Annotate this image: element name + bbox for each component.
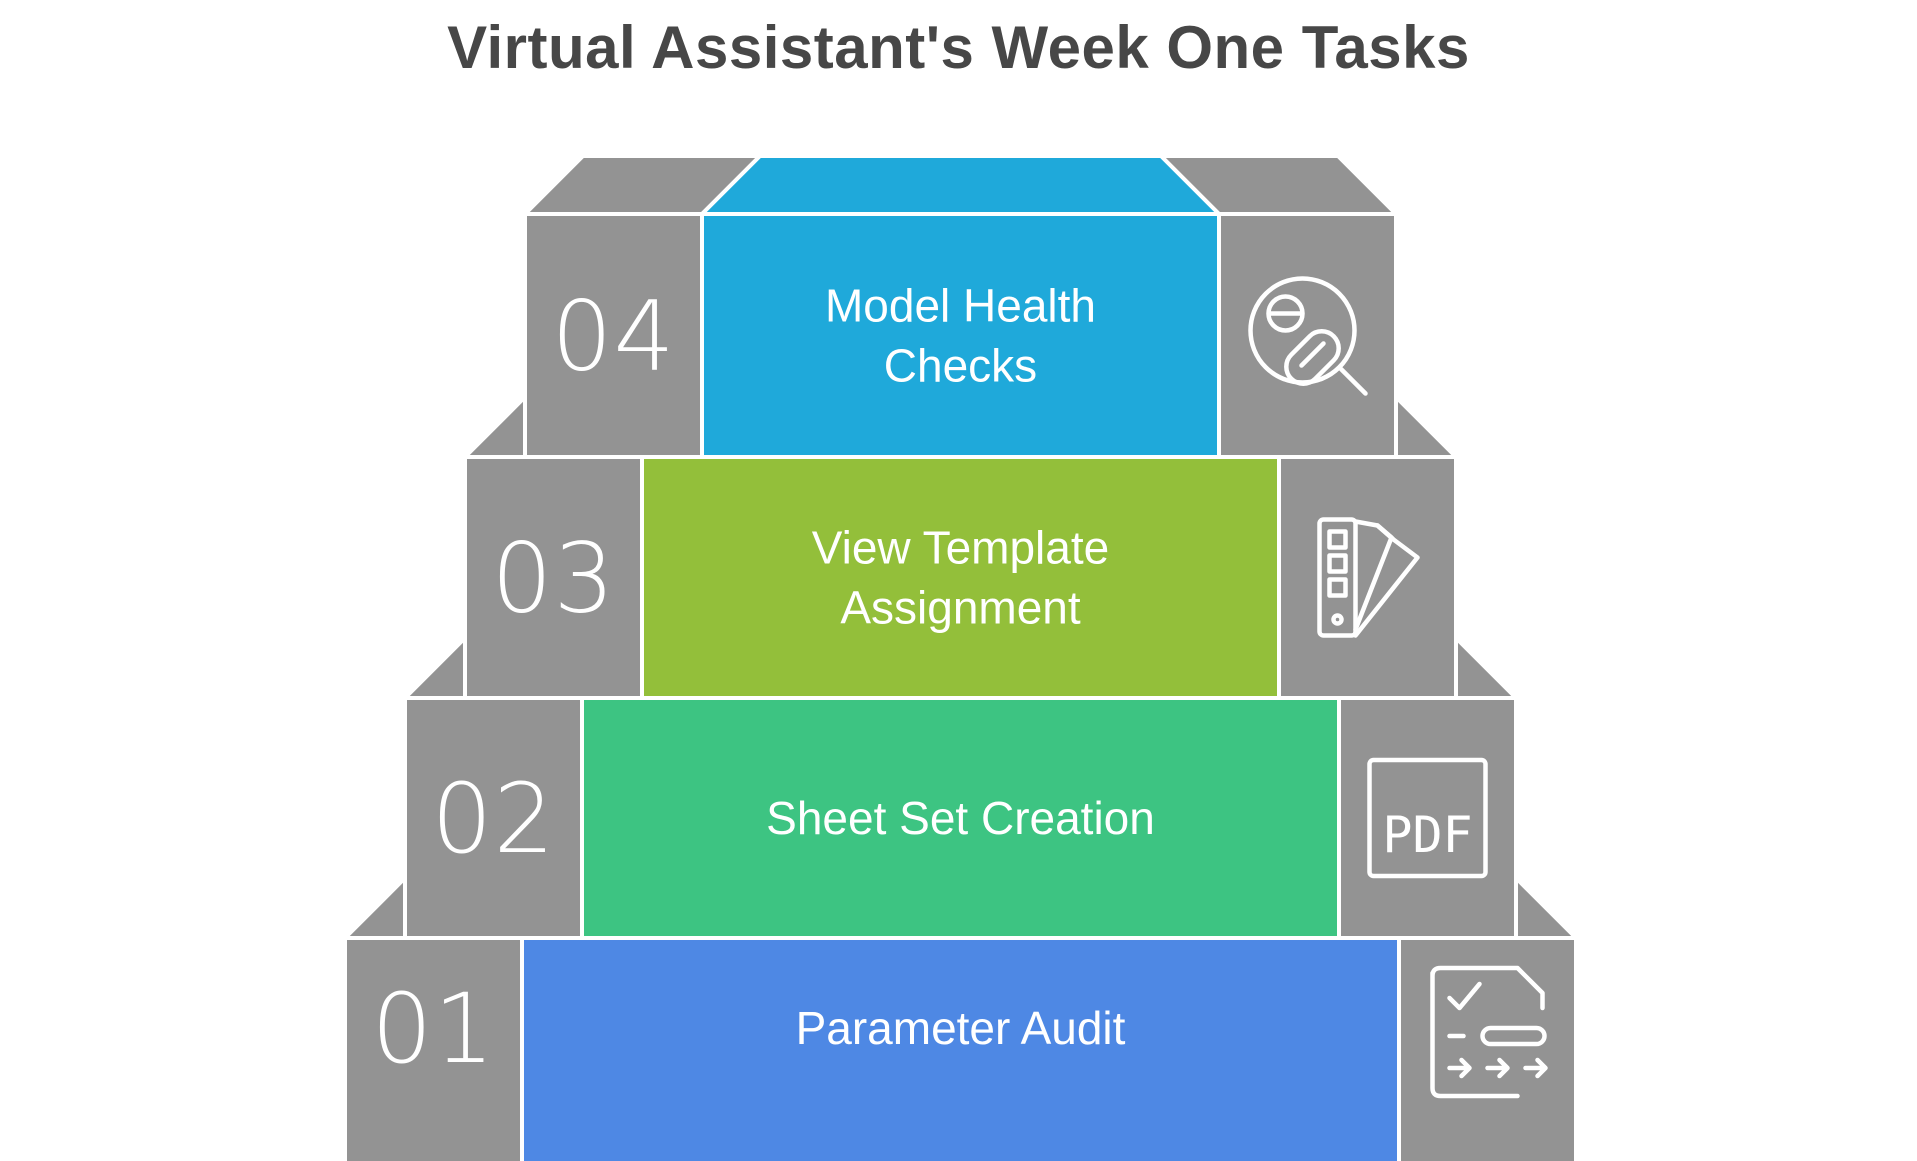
pdf-icon: PDF	[1367, 757, 1488, 879]
step-number: 04	[551, 281, 675, 393]
step-number: 01	[371, 973, 495, 1085]
icon-block	[1277, 455, 1458, 700]
step-label: View Template	[812, 522, 1109, 574]
step-label: Model Health	[825, 280, 1096, 332]
center-cap	[697, 154, 1224, 216]
step-number: 02	[431, 763, 555, 875]
checklist-icon	[1430, 965, 1548, 1099]
icon-block	[1397, 936, 1578, 1161]
diagram-title: Virtual Assistant's Week One Tasks	[447, 14, 1470, 81]
number-block	[523, 212, 704, 459]
pill-inspect-icon	[1248, 276, 1368, 396]
step-label: Assignment	[840, 582, 1081, 634]
svg-text:PDF: PDF	[1382, 806, 1472, 864]
number-block	[403, 696, 584, 940]
step-label: Checks	[884, 340, 1037, 392]
color-swatches-icon	[1317, 517, 1420, 638]
label-block	[640, 455, 1281, 700]
number-block	[343, 936, 524, 1161]
label-block	[700, 212, 1221, 459]
number-block	[463, 455, 644, 700]
step-number: 03	[491, 523, 615, 635]
label-block	[520, 936, 1401, 1161]
step-label: Parameter Audit	[796, 1002, 1126, 1054]
label-block	[580, 696, 1341, 940]
step-label: Sheet Set Creation	[766, 792, 1155, 844]
